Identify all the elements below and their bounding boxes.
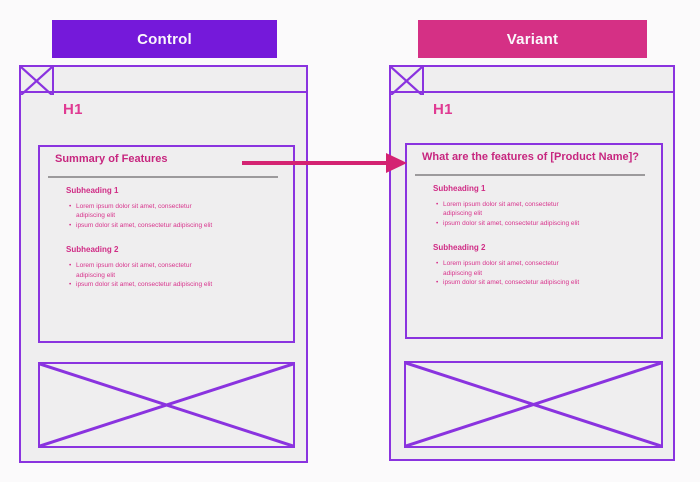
variant-content-box: What are the features of [Product Name]?… bbox=[405, 143, 663, 339]
divider bbox=[415, 174, 645, 176]
subheading: Subheading 1 bbox=[66, 186, 119, 195]
bullet-item: Lorem ipsum dolor sit amet, consectetur … bbox=[69, 202, 221, 221]
h1-placeholder: H1 bbox=[63, 101, 83, 118]
control-section-heading: Summary of Features bbox=[55, 153, 168, 165]
subheading: Subheading 2 bbox=[66, 245, 119, 255]
control-sections: Subheading 1 Lorem ipsum dolor sit amet,… bbox=[66, 186, 236, 305]
control-content-box: Summary of Features Subheading 1 Lorem i… bbox=[38, 145, 295, 343]
navbar-placeholder bbox=[391, 67, 673, 95]
image-placeholder-icon bbox=[404, 361, 663, 448]
arrow-shaft bbox=[242, 161, 388, 165]
variant-banner: Variant bbox=[418, 20, 647, 58]
bullet-list: Lorem ipsum dolor sit amet, consectetur … bbox=[436, 200, 588, 229]
variant-wireframe: H1 What are the features of [Product Nam… bbox=[389, 65, 675, 461]
logo-placeholder-icon bbox=[391, 67, 424, 95]
bullet-list: Lorem ipsum dolor sit amet, consectetur … bbox=[436, 259, 588, 288]
bullet-item: ipsum dolor sit amet, consectetur adipis… bbox=[69, 221, 221, 231]
arrow-head bbox=[386, 153, 407, 173]
subheading: Subheading 2 bbox=[433, 243, 486, 253]
bullet-item: ipsum dolor sit amet, consectetur adipis… bbox=[436, 219, 588, 229]
variant-section-heading: What are the features of [Product Name]? bbox=[422, 151, 639, 163]
bullet-item: ipsum dolor sit amet, consectetur adipis… bbox=[69, 280, 221, 290]
image-placeholder-icon bbox=[38, 362, 295, 448]
bullet-list: Lorem ipsum dolor sit amet, consectetur … bbox=[69, 202, 221, 231]
variant-sections: Subheading 1 Lorem ipsum dolor sit amet,… bbox=[433, 184, 603, 303]
navbar-placeholder bbox=[21, 67, 306, 95]
subheading: Subheading 1 bbox=[433, 184, 486, 193]
bullet-item: Lorem ipsum dolor sit amet, consectetur … bbox=[436, 200, 588, 219]
bullet-item: ipsum dolor sit amet, consectetur adipis… bbox=[436, 278, 588, 288]
control-wireframe: H1 Summary of Features Subheading 1 Lore… bbox=[19, 65, 308, 463]
bullet-list: Lorem ipsum dolor sit amet, consectetur … bbox=[69, 261, 221, 290]
h1-placeholder: H1 bbox=[433, 101, 453, 118]
logo-placeholder-icon bbox=[21, 67, 54, 95]
divider bbox=[48, 176, 278, 178]
bullet-item: Lorem ipsum dolor sit amet, consectetur … bbox=[69, 261, 221, 280]
bullet-item: Lorem ipsum dolor sit amet, consectetur … bbox=[436, 259, 588, 278]
control-banner: Control bbox=[52, 20, 277, 58]
